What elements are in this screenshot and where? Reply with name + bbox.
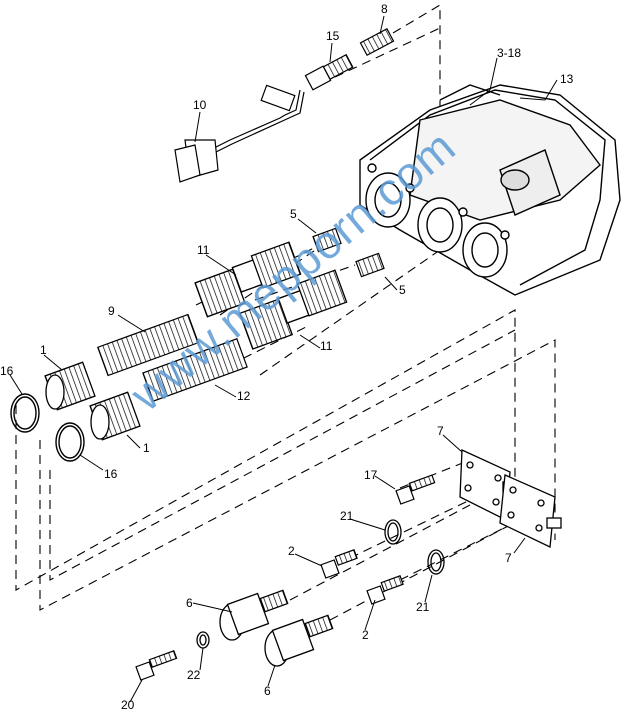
callout-15: 15 [326, 29, 340, 43]
o-ring-16-upper [10, 393, 40, 433]
plug-5-lower [355, 252, 385, 278]
bolt-20 [135, 650, 178, 681]
callout-9: 9 [108, 304, 115, 318]
callout-10: 10 [193, 98, 207, 112]
harness-10 [174, 84, 305, 183]
solenoid-6-lower [264, 614, 334, 667]
sensor-15 [304, 53, 354, 91]
callout-1-lower: 1 [143, 441, 150, 455]
washer-22 [196, 631, 210, 649]
o-ring-16-lower [55, 422, 85, 462]
callout-11-lower: 11 [320, 339, 333, 353]
solenoid-6-upper [219, 589, 289, 641]
callout-5-upper: 5 [290, 207, 297, 221]
leader-lines [9, 15, 558, 703]
fitting-2-lower [366, 575, 404, 605]
cap-1-lower [89, 391, 141, 441]
callout-21-upper: 21 [340, 509, 354, 523]
callout-16-upper: 16 [0, 364, 14, 378]
callout-8: 8 [381, 2, 388, 16]
callout-2-lower: 2 [362, 628, 369, 642]
callout-22: 22 [187, 668, 201, 682]
callout-12: 12 [237, 389, 251, 403]
callout-16-lower: 16 [104, 467, 118, 481]
callout-20: 20 [121, 698, 135, 712]
callout-17: 17 [364, 468, 378, 482]
callout-5-lower: 5 [399, 283, 406, 297]
washer-21-lower [427, 549, 445, 575]
spring-12 [142, 338, 248, 402]
callout-6-lower: 6 [264, 684, 271, 698]
callout-6-upper: 6 [186, 596, 193, 610]
spring-8 [359, 27, 395, 57]
spool-11-upper [194, 241, 302, 318]
callout-7-upper: 7 [437, 424, 444, 438]
callout-11-upper: 11 [197, 243, 210, 257]
cap-1-upper [44, 361, 96, 411]
callout-2-upper: 2 [288, 544, 295, 558]
spool-11-lower [238, 269, 348, 350]
plate-7-lower [499, 474, 562, 548]
fitting-2-upper [320, 549, 358, 579]
bolt-17 [395, 474, 436, 505]
washer-21-upper [384, 519, 402, 545]
callout-3-18: 3-18 [497, 46, 522, 60]
callout-13: 13 [560, 72, 574, 86]
plug-5-upper [312, 227, 342, 253]
callout-7-lower: 7 [505, 551, 512, 565]
housing-13 [359, 84, 621, 296]
callout-1-upper: 1 [40, 343, 47, 357]
callout-21-lower: 21 [416, 600, 430, 614]
